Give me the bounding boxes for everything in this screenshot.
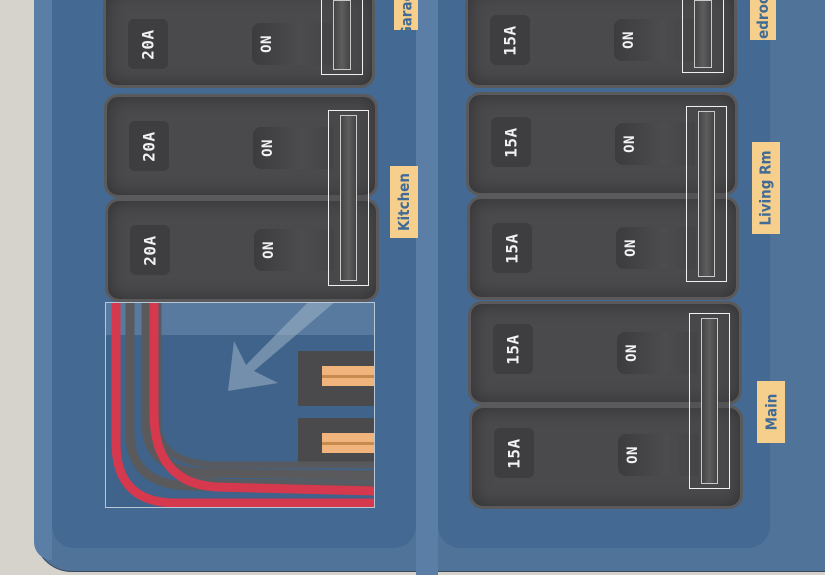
breaker-rating: 15A <box>491 117 531 167</box>
breaker-handle-living-rm-tandem[interactable] <box>686 106 727 282</box>
circuit-label-garage: Garage <box>394 0 418 37</box>
breaker-living-rm-2[interactable]: 15A ON <box>467 196 739 300</box>
breaker-main-1[interactable]: 15A ON <box>468 301 742 405</box>
panel-edge-stripe <box>34 0 52 560</box>
center-divider-stripe <box>416 0 438 575</box>
breaker-state: ON <box>615 123 695 165</box>
circuit-label-kitchen: Kitchen <box>390 166 418 238</box>
arrow-icon <box>228 303 334 391</box>
breaker-state: ON <box>253 127 333 169</box>
breaker-rating: 15A <box>492 223 532 273</box>
breaker-rating: 15A <box>494 428 534 478</box>
breaker-handle-bedroom[interactable] <box>682 0 724 73</box>
breaker-handle-main-tandem[interactable] <box>689 313 730 489</box>
breaker-main-2[interactable]: 15A ON <box>469 405 743 509</box>
breaker-state: ON <box>614 19 694 61</box>
breaker-state: ON <box>617 332 697 374</box>
breaker-bedroom[interactable]: 15A ON <box>465 0 737 88</box>
breaker-kitchen-1[interactable]: 20A ON <box>104 94 378 198</box>
breaker-rating: 20A <box>129 121 169 171</box>
breaker-rating: 20A <box>128 19 168 69</box>
breaker-state: ON <box>252 23 332 65</box>
wiring-detail-inset <box>105 302 375 508</box>
breaker-rating: 20A <box>130 225 170 275</box>
breaker-rating: 15A <box>490 15 530 65</box>
breaker-state: ON <box>618 434 698 476</box>
breaker-state: ON <box>254 229 334 271</box>
wires-illustration <box>111 303 374 507</box>
circuit-label-living-rm: Living Rm <box>752 142 780 234</box>
breaker-state: ON <box>616 227 696 269</box>
breaker-handle-kitchen-tandem[interactable] <box>328 110 369 286</box>
breaker-rating: 15A <box>493 324 533 374</box>
circuit-label-bedroom: Bedroom <box>750 0 776 49</box>
breaker-kitchen-2[interactable]: 20A ON <box>105 198 379 302</box>
breaker-garage[interactable]: 20A ON <box>103 0 375 88</box>
breaker-handle-garage[interactable] <box>321 0 363 75</box>
breaker-living-rm-1[interactable]: 15A ON <box>466 92 738 196</box>
circuit-label-main: Main <box>757 381 785 443</box>
